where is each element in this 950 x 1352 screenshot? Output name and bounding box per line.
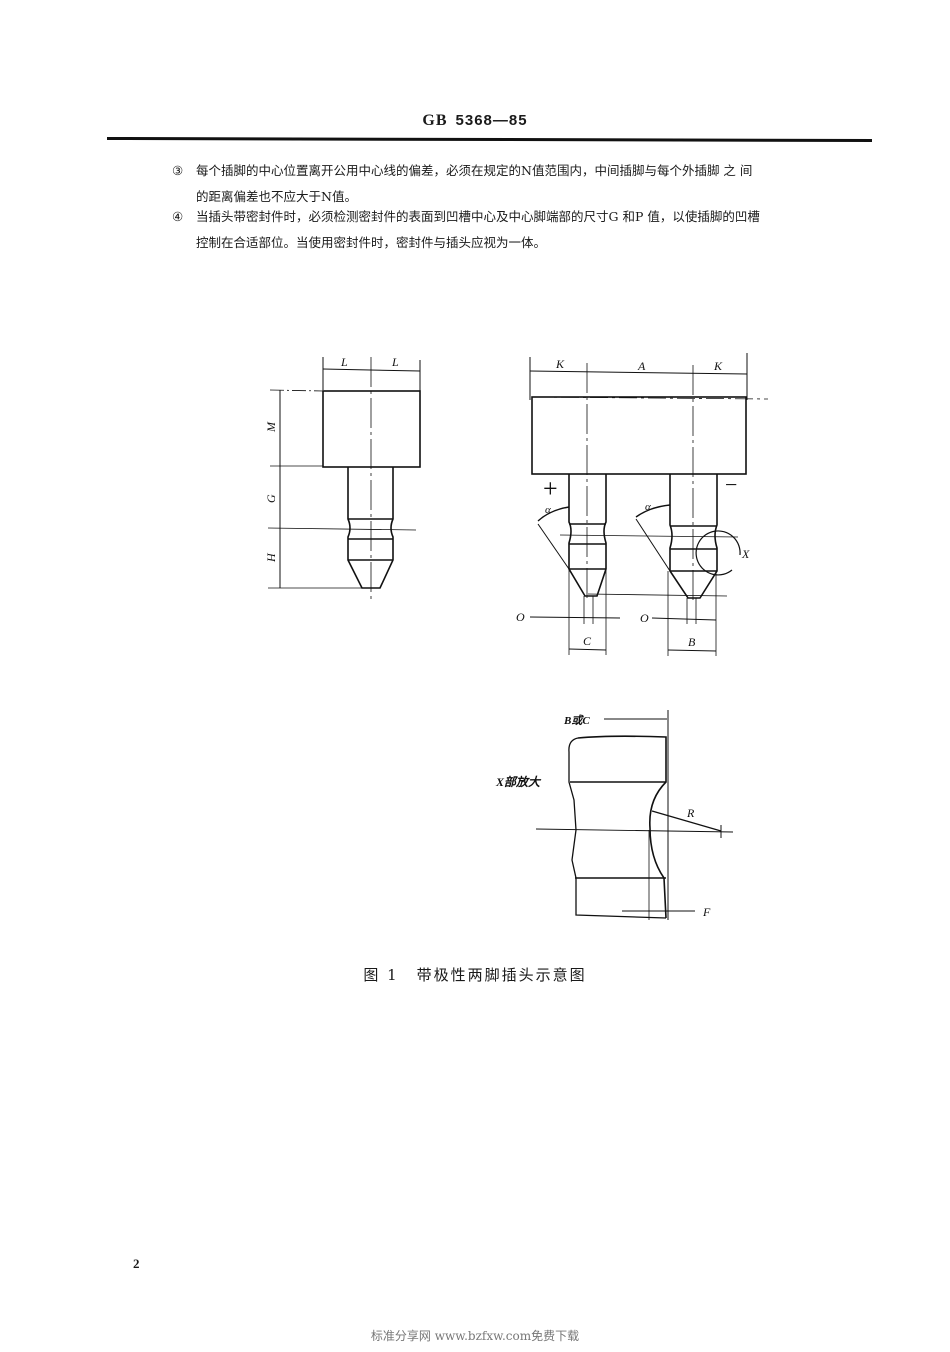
angle-label-left: α xyxy=(545,504,551,516)
dim-label-A: A xyxy=(637,359,646,373)
standard-prefix: GB xyxy=(422,112,448,129)
dim-label-H: H xyxy=(264,552,278,563)
dim-label-K-right: K xyxy=(713,359,723,373)
dim-label-G: G xyxy=(264,494,278,503)
offset-label: F xyxy=(702,905,711,919)
figure-caption: 图 1 带极性两脚插头示意图 xyxy=(0,964,950,985)
dim-label-M: M xyxy=(264,421,278,433)
radius-label: R xyxy=(686,806,695,820)
paragraph-line: 控制在合适部位。当使用密封件时，密封件与插头应视为一体。 xyxy=(196,235,547,250)
right-view: K A K + − α α X xyxy=(516,353,769,656)
paragraph-3: ③ 每个插脚的中心位置离开公用中心线的偏差，必须在规定的N值范围内，中间插脚与每… xyxy=(172,158,872,210)
dim-label-K-left: K xyxy=(555,357,565,371)
paragraph-line: 的距离偏差也不应大于N值。 xyxy=(196,189,357,204)
paragraph-line: 每个插脚的中心位置离开公用中心线的偏差，必须在规定的N值范围内，中间插脚与每个外… xyxy=(196,163,753,178)
angle-label-right: α xyxy=(645,501,651,513)
footer-watermark: 标准分享网 www.bzfxw.com免费下载 xyxy=(370,1329,580,1343)
origin-label-right: O xyxy=(640,611,649,625)
detail-circle xyxy=(695,530,741,576)
page-number: 2 xyxy=(133,1256,140,1271)
dim-label-L-right: L xyxy=(391,355,399,369)
minus-sign: − xyxy=(725,472,737,497)
plus-sign: + xyxy=(543,474,558,503)
paragraph-4: ④ 当插头带密封件时，必须检测密封件的表面到凹槽中心及中心脚端部的尺寸G 和P … xyxy=(172,204,872,256)
paragraph-number: ④ xyxy=(172,209,184,224)
dim-label-L-left: L xyxy=(340,355,348,369)
figure-title: 带极性两脚插头示意图 xyxy=(416,966,587,984)
standard-header: GB 5368—85 xyxy=(0,112,950,130)
origin-label-left: O xyxy=(516,610,525,624)
detail-x-view: B或C X部放大 R F xyxy=(495,710,734,920)
standard-number: 5368—85 xyxy=(455,112,528,129)
figure-number: 图 1 xyxy=(363,966,399,984)
dim-label-B: B xyxy=(688,635,696,649)
detail-ref-X: X xyxy=(741,547,750,561)
detail-title: X部放大 xyxy=(495,775,542,789)
dim-label-C: C xyxy=(583,634,592,648)
left-view: L L M G H xyxy=(264,355,421,600)
paragraph-number: ③ xyxy=(172,163,184,178)
paragraph-line: 当插头带密封件时，必须检测密封件的表面到凹槽中心及中心脚端部的尺寸G 和P 值，… xyxy=(196,209,760,224)
detail-width-label: B或C xyxy=(563,714,590,727)
